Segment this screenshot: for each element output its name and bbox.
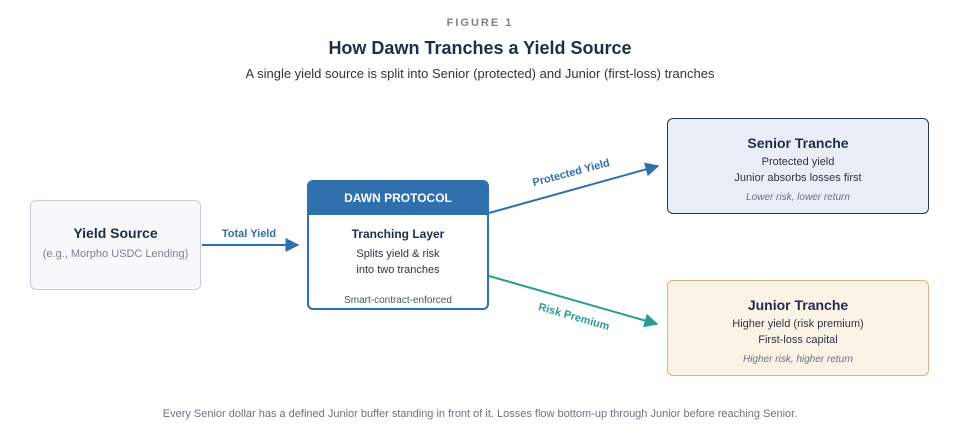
figure-label: FIGURE 1 <box>446 17 514 29</box>
risk-premium-label: Risk Premium <box>537 301 611 333</box>
senior-description-line: Protected yield <box>761 156 835 168</box>
diagram-subtitle: A single yield source is split into Seni… <box>245 66 715 81</box>
yield-source-box: Yield Source (e.g., Morpho USDC Lending) <box>30 200 201 290</box>
senior-tranche-box: Senior Tranche Protected yield Junior ab… <box>667 118 929 214</box>
protected-yield-arrow <box>488 162 660 214</box>
yield-source-title: Yield Source <box>73 225 158 241</box>
dawn-note: Smart-contract-enforced <box>344 295 452 306</box>
senior-description-line: Junior absorbs losses first <box>734 172 862 184</box>
tranching-layer-title: Tranching Layer <box>351 227 445 241</box>
junior-description-line: Higher yield (risk premium) <box>732 318 864 330</box>
yield-source-description: (e.g., Morpho USDC Lending) <box>42 248 189 260</box>
dawn-protocol-header: DAWN PROTOCOL <box>309 182 487 215</box>
dawn-protocol-box: DAWN PROTOCOL Tranching Layer Splits yie… <box>307 180 489 310</box>
diagram-title: How Dawn Tranches a Yield Source <box>328 38 632 58</box>
junior-description-line: First-loss capital <box>758 334 838 346</box>
junior-note: Higher risk, higher return <box>742 354 854 365</box>
junior-tranche-box: Junior Tranche Higher yield (risk premiu… <box>667 280 929 376</box>
senior-note: Lower risk, lower return <box>746 192 850 203</box>
dawn-description-line: Splits yield & risk <box>356 248 440 260</box>
risk-premium-arrow <box>488 275 659 328</box>
junior-tranche-title: Junior Tranche <box>747 297 849 313</box>
senior-tranche-title: Senior Tranche <box>747 135 849 151</box>
dawn-description-line: into two tranches <box>356 264 440 276</box>
protected-yield-label: Protected Yield <box>531 157 611 189</box>
footnote: Every Senior dollar has a defined Junior… <box>162 408 798 420</box>
total-yield-label: Total Yield <box>222 228 276 240</box>
